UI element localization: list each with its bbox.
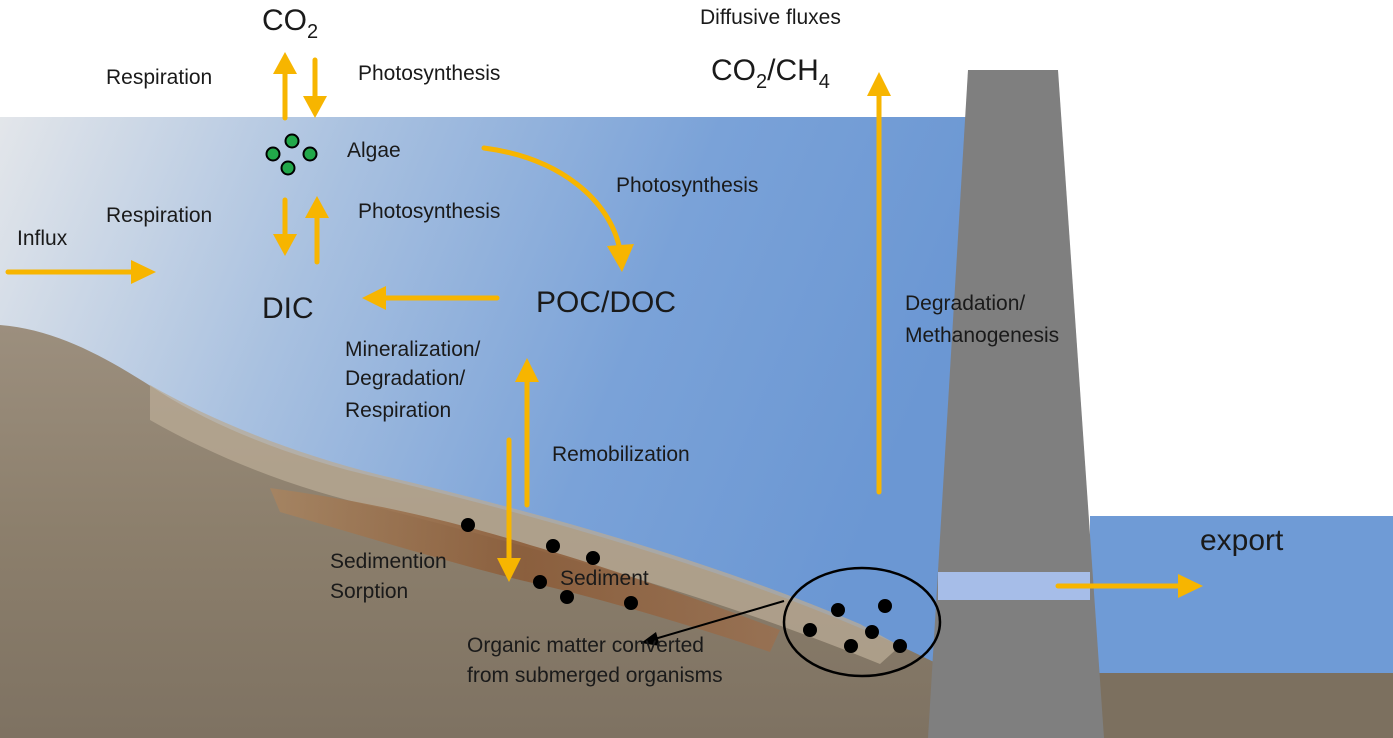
sediment-particles-icon xyxy=(461,518,638,610)
diffusive-fluxes-label: Diffusive fluxes xyxy=(700,6,841,29)
downstream-ground xyxy=(1090,673,1393,738)
methanogenesis-label: Methanogenesis xyxy=(905,324,1059,347)
sedimentation-arrow xyxy=(497,437,521,582)
organic-matter-label-line1: Organic matter converted xyxy=(467,634,704,657)
photosynthesis-mid-label: Photosynthesis xyxy=(358,200,500,223)
mineralization-arrow xyxy=(362,286,500,310)
organic-matter-ellipse xyxy=(782,566,942,678)
gravel-layer xyxy=(150,385,900,664)
co2-ch4-label: CO2/CH4 xyxy=(711,54,830,93)
sediment-label: Sediment xyxy=(560,567,649,590)
sediment-layer xyxy=(270,488,780,652)
influx-label: Influx xyxy=(17,227,68,250)
organic-matter-particles-icon xyxy=(803,599,907,653)
organic-matter-pointer xyxy=(640,600,785,646)
photosynthesis-up-arrow-mid xyxy=(305,196,329,265)
photosynthesis-down-arrow-top xyxy=(303,57,327,118)
influx-arrow xyxy=(5,260,156,284)
remobilization-arrow xyxy=(515,358,539,508)
algae-icon xyxy=(265,133,318,176)
export-label: export xyxy=(1200,524,1284,557)
export-arrow xyxy=(1055,574,1203,598)
mineralization-label: Mineralization/ xyxy=(345,338,481,361)
degradation-label: Degradation/ xyxy=(345,367,465,390)
photosynthesis-curve-arrow xyxy=(481,145,634,272)
algae-label: Algae xyxy=(347,139,401,162)
diffusive-flux-arrow xyxy=(867,72,891,495)
co2-top-label: CO2 xyxy=(262,4,318,43)
respiration-top-label: Respiration xyxy=(106,66,212,89)
respiration-low-label: Respiration xyxy=(345,399,451,422)
degradation-right-label: Degradation/ xyxy=(905,292,1025,315)
organic-matter-label-line2: from submerged organisms xyxy=(467,664,723,687)
downstream-water xyxy=(1090,516,1393,676)
sedimention-label: Sedimention xyxy=(330,550,447,573)
respiration-up-arrow-top xyxy=(273,52,297,121)
respiration-down-arrow-mid xyxy=(273,197,297,256)
dam xyxy=(928,70,1104,738)
sorption-label: Sorption xyxy=(330,580,408,603)
respiration-mid-label: Respiration xyxy=(106,204,212,227)
dic-label: DIC xyxy=(262,292,314,325)
remobilization-label: Remobilization xyxy=(552,443,690,466)
photosynthesis-top-label: Photosynthesis xyxy=(358,62,500,85)
poc-doc-label: POC/DOC xyxy=(536,286,676,319)
photosynthesis-curve-label: Photosynthesis xyxy=(616,174,758,197)
